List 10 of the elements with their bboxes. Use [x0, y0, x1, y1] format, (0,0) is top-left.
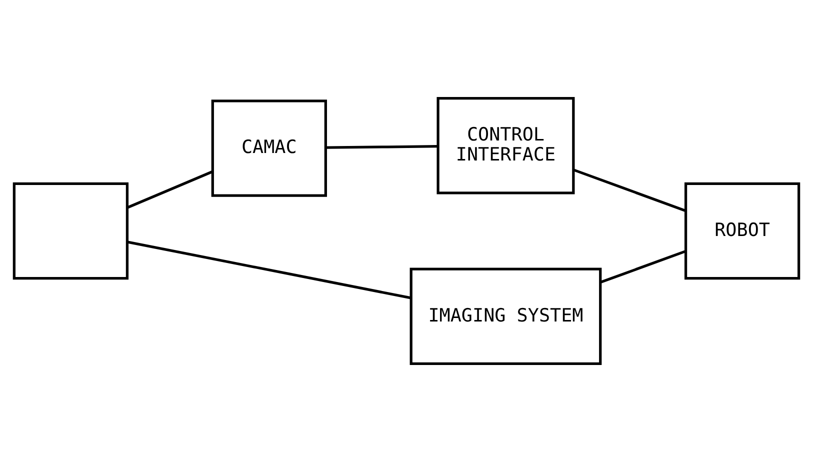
node-box: CONTROL INTERFACE [436, 96, 575, 194]
connector [326, 144, 438, 148]
connector [127, 170, 213, 208]
node-box: IMAGING SYSTEM [410, 267, 602, 365]
connector [600, 249, 686, 284]
node-box [12, 182, 129, 280]
connector [126, 240, 412, 299]
node-box: ROBOT [684, 182, 800, 280]
node-box: CAMAC [211, 99, 327, 196]
connector [573, 168, 686, 212]
